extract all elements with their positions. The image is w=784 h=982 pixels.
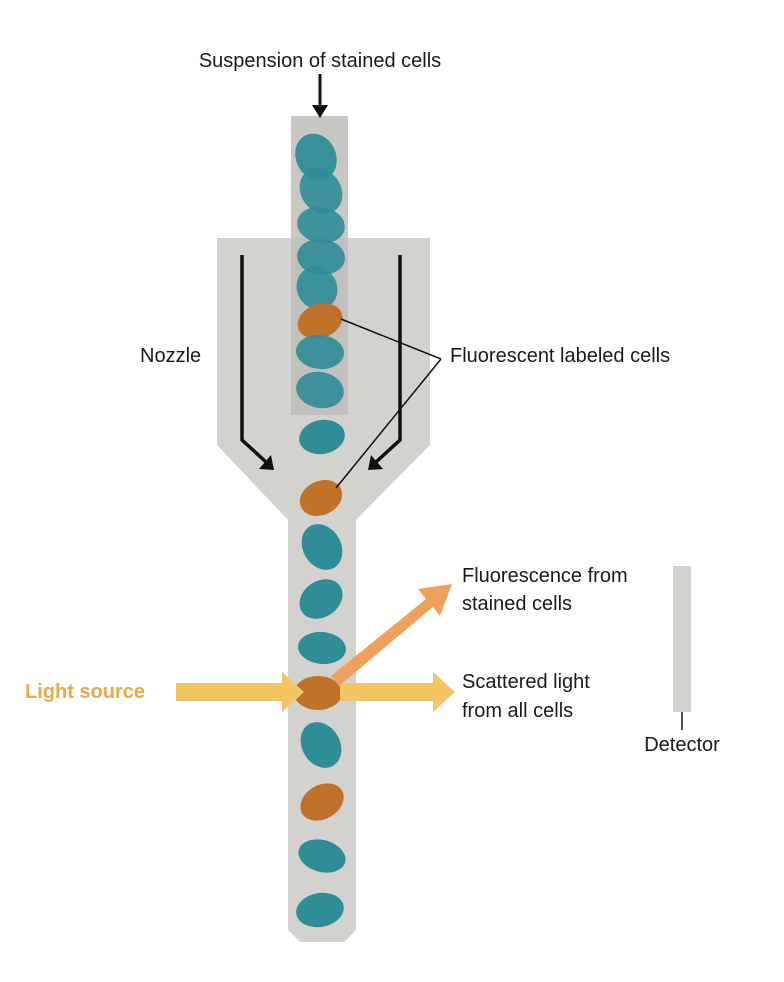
- teal-cell: [299, 419, 345, 455]
- teal-cell: [299, 579, 343, 619]
- teal-cell: [298, 839, 346, 873]
- light-source-beam: [176, 672, 304, 712]
- teal-cell: [296, 892, 344, 928]
- teal-cell: [301, 524, 343, 570]
- teal-cell: [297, 238, 345, 276]
- scattered-light-label-line2: from all cells: [462, 700, 573, 722]
- light-source-label: Light source: [25, 681, 145, 703]
- suspension-label: Suspension of stained cells: [199, 50, 441, 72]
- fluorescent-cells-pointers: [335, 318, 442, 489]
- scattered-light-label-line1: Scattered light: [462, 671, 590, 693]
- sheath-flow-arrow-right: [368, 255, 402, 470]
- teal-cell: [296, 371, 344, 409]
- teal-cell: [296, 334, 344, 370]
- teal-cell: [295, 133, 337, 181]
- nozzle-label: Nozzle: [140, 345, 201, 367]
- fluorescence-beam: [331, 584, 452, 686]
- cells-in-feed-tube: [295, 133, 345, 409]
- orange-cell: [294, 676, 342, 710]
- cells-in-channel: [294, 419, 346, 928]
- fluorescence-label-line2: stained cells: [462, 593, 572, 615]
- sheath-flow-arrow-left: [240, 255, 274, 470]
- scattered-light-beam: [340, 672, 455, 712]
- teal-cell: [298, 631, 346, 665]
- fluorescent-labeled-cells-label: Fluorescent labeled cells: [450, 345, 670, 367]
- detector: [673, 566, 691, 712]
- teal-cell: [297, 206, 345, 244]
- teal-cell: [300, 722, 342, 768]
- orange-cell: [300, 783, 344, 821]
- detector-label: Detector: [644, 734, 720, 756]
- orange-cell: [299, 480, 343, 516]
- teal-cell: [299, 168, 343, 214]
- teal-cell: [296, 266, 338, 310]
- fluorescence-label-line1: Fluorescence from: [462, 565, 628, 587]
- feed-arrow: [312, 74, 328, 118]
- orange-cell: [297, 303, 343, 339]
